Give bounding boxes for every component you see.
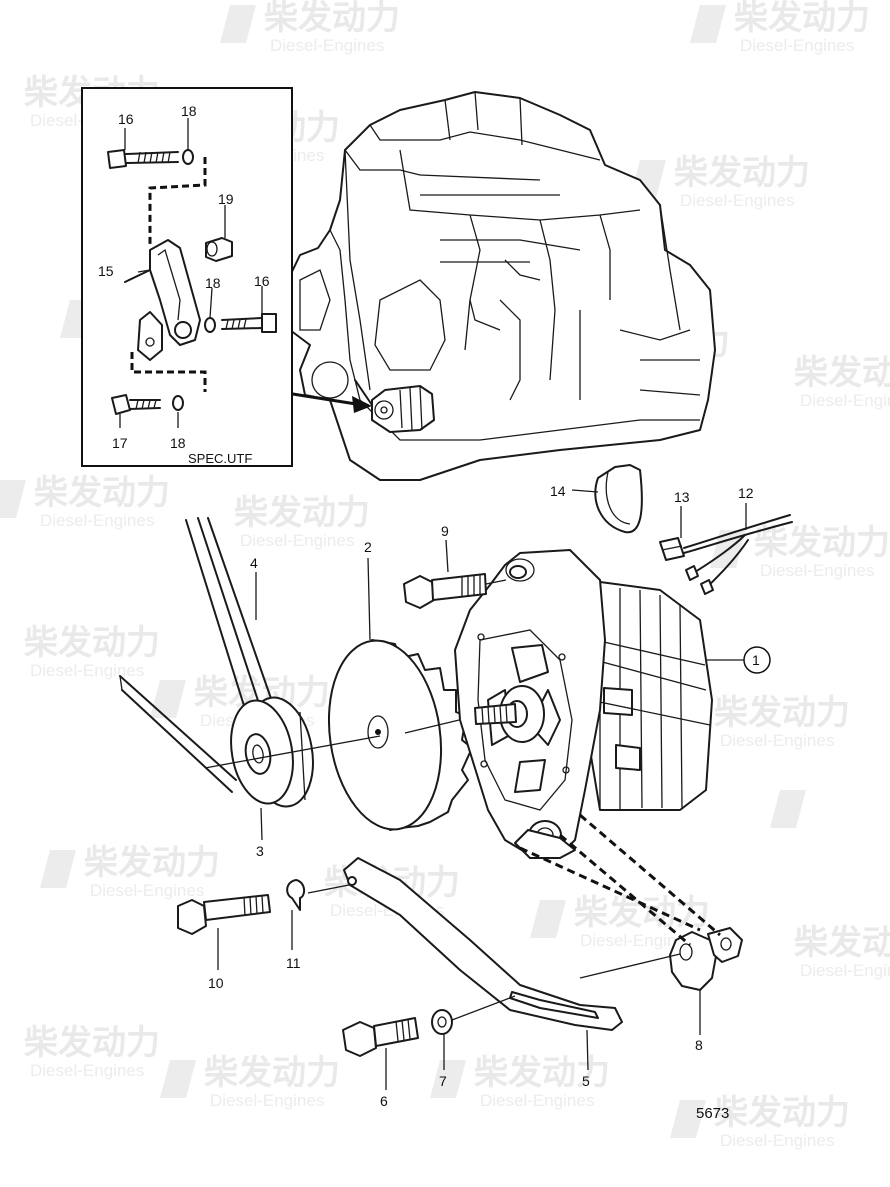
label-4: 4 <box>250 555 258 571</box>
label-2: 2 <box>364 539 372 555</box>
label-6: 6 <box>380 1093 388 1109</box>
label-5: 5 <box>582 1073 590 1089</box>
watermark-en: Diesel-Engines <box>480 1091 594 1110</box>
inset-label-18-bottom: 18 <box>170 435 186 451</box>
leader-clip <box>307 883 355 894</box>
watermark-en: Diesel-Engines <box>680 191 794 210</box>
label-9: 9 <box>441 523 449 539</box>
bolt-16-mid <box>204 313 277 333</box>
inset-label-15: 15 <box>98 263 114 279</box>
v-belt-4 <box>119 517 283 793</box>
inset-label-18-top: 18 <box>181 103 197 119</box>
watermark-en: Diesel-Engines <box>90 881 204 900</box>
label-1-circle <box>743 646 771 674</box>
watermark-en: Diesel-Engines <box>720 731 834 750</box>
label-12: 12 <box>738 485 754 501</box>
watermark-en: Diesel-Engines <box>800 391 890 410</box>
cable-12 <box>683 514 793 595</box>
bolt-17 <box>111 394 184 415</box>
watermark-cn: 柴发动力 <box>24 623 160 663</box>
engine-alternator-mount <box>354 379 435 433</box>
watermark-en: Diesel-Engines <box>270 36 384 55</box>
label-14: 14 <box>550 483 566 499</box>
alternator-1 <box>454 549 713 859</box>
watermark-cn: 柴发动力 <box>714 693 850 733</box>
watermark-cn: 柴发动力 <box>204 1053 340 1093</box>
watermark-cn: 柴发动力 <box>794 923 890 963</box>
bolt-10 <box>177 894 271 935</box>
callouts: 4 2 9 3 10 11 6 7 5 8 14 13 12 1 5673 <box>208 483 771 1122</box>
watermark-cn: 柴发动力 <box>734 0 870 38</box>
watermark-en: Diesel-Engines <box>720 1131 834 1150</box>
watermark-en: Diesel-Engines <box>580 931 694 950</box>
bolt-6 <box>342 1017 419 1057</box>
inset-label-18-mid: 18 <box>205 275 221 291</box>
watermark-cn: 柴发动力 <box>264 0 400 38</box>
inset-label-17: 17 <box>112 435 128 451</box>
watermark-en: Diesel-Engines <box>740 36 854 55</box>
watermark-en: Diesel-Engines <box>30 661 144 680</box>
spacer-19 <box>205 237 233 262</box>
fan-2 <box>327 639 473 831</box>
inset-label-16-mid: 16 <box>254 273 270 289</box>
watermark-en: Diesel-Engines <box>210 1091 324 1110</box>
watermark-cn: 柴发动力 <box>754 523 890 563</box>
label-13: 13 <box>674 489 690 505</box>
watermark-en: Diesel-Engines <box>30 1061 144 1080</box>
watermark-en: Diesel-Engines <box>40 511 154 530</box>
watermark-en: Diesel-Engines <box>800 961 890 980</box>
watermark-cn: 柴发动力 <box>234 493 370 533</box>
watermark-en: Diesel-Engines <box>760 561 874 580</box>
inset-detail: 16 18 19 15 18 16 17 18 SPEC.UTF <box>81 87 293 467</box>
clamp-14 <box>594 464 643 534</box>
watermark-cn: 柴发动力 <box>794 353 890 393</box>
dashed-alignment-lines <box>519 813 721 947</box>
label-7: 7 <box>439 1073 447 1089</box>
engine-illustration <box>287 91 716 481</box>
pulley-3 <box>230 696 314 808</box>
watermark-cn: 柴发动力 <box>84 843 220 883</box>
label-1: 1 <box>752 652 760 668</box>
clip-11 <box>286 879 306 911</box>
label-8: 8 <box>695 1037 703 1053</box>
bracket-15 <box>124 239 201 361</box>
label-3: 3 <box>256 843 264 859</box>
label-11: 11 <box>286 955 301 971</box>
bracket-8 <box>579 927 743 991</box>
watermark-en: Diesel-Engines <box>240 531 354 550</box>
watermark-cn: 柴发动力 <box>714 1093 850 1133</box>
inset-label-16-top: 16 <box>118 111 134 127</box>
watermark-cn: 柴发动力 <box>674 153 810 193</box>
watermark-cn: 柴发动力 <box>34 473 170 513</box>
watermark-cn: 柴发动力 <box>574 893 710 933</box>
bolt-16-top <box>107 149 194 169</box>
adjusting-bar-5 <box>343 857 623 1031</box>
connector-13 <box>659 537 685 561</box>
watermark-cn: 柴发动力 <box>24 1023 160 1063</box>
washer-7 <box>431 1009 453 1035</box>
inset-label-19: 19 <box>218 191 234 207</box>
bolt-9 <box>403 573 507 609</box>
inset-caption: SPEC.UTF <box>188 451 252 466</box>
label-10: 10 <box>208 975 224 991</box>
drawing-number: 5673 <box>696 1105 729 1122</box>
